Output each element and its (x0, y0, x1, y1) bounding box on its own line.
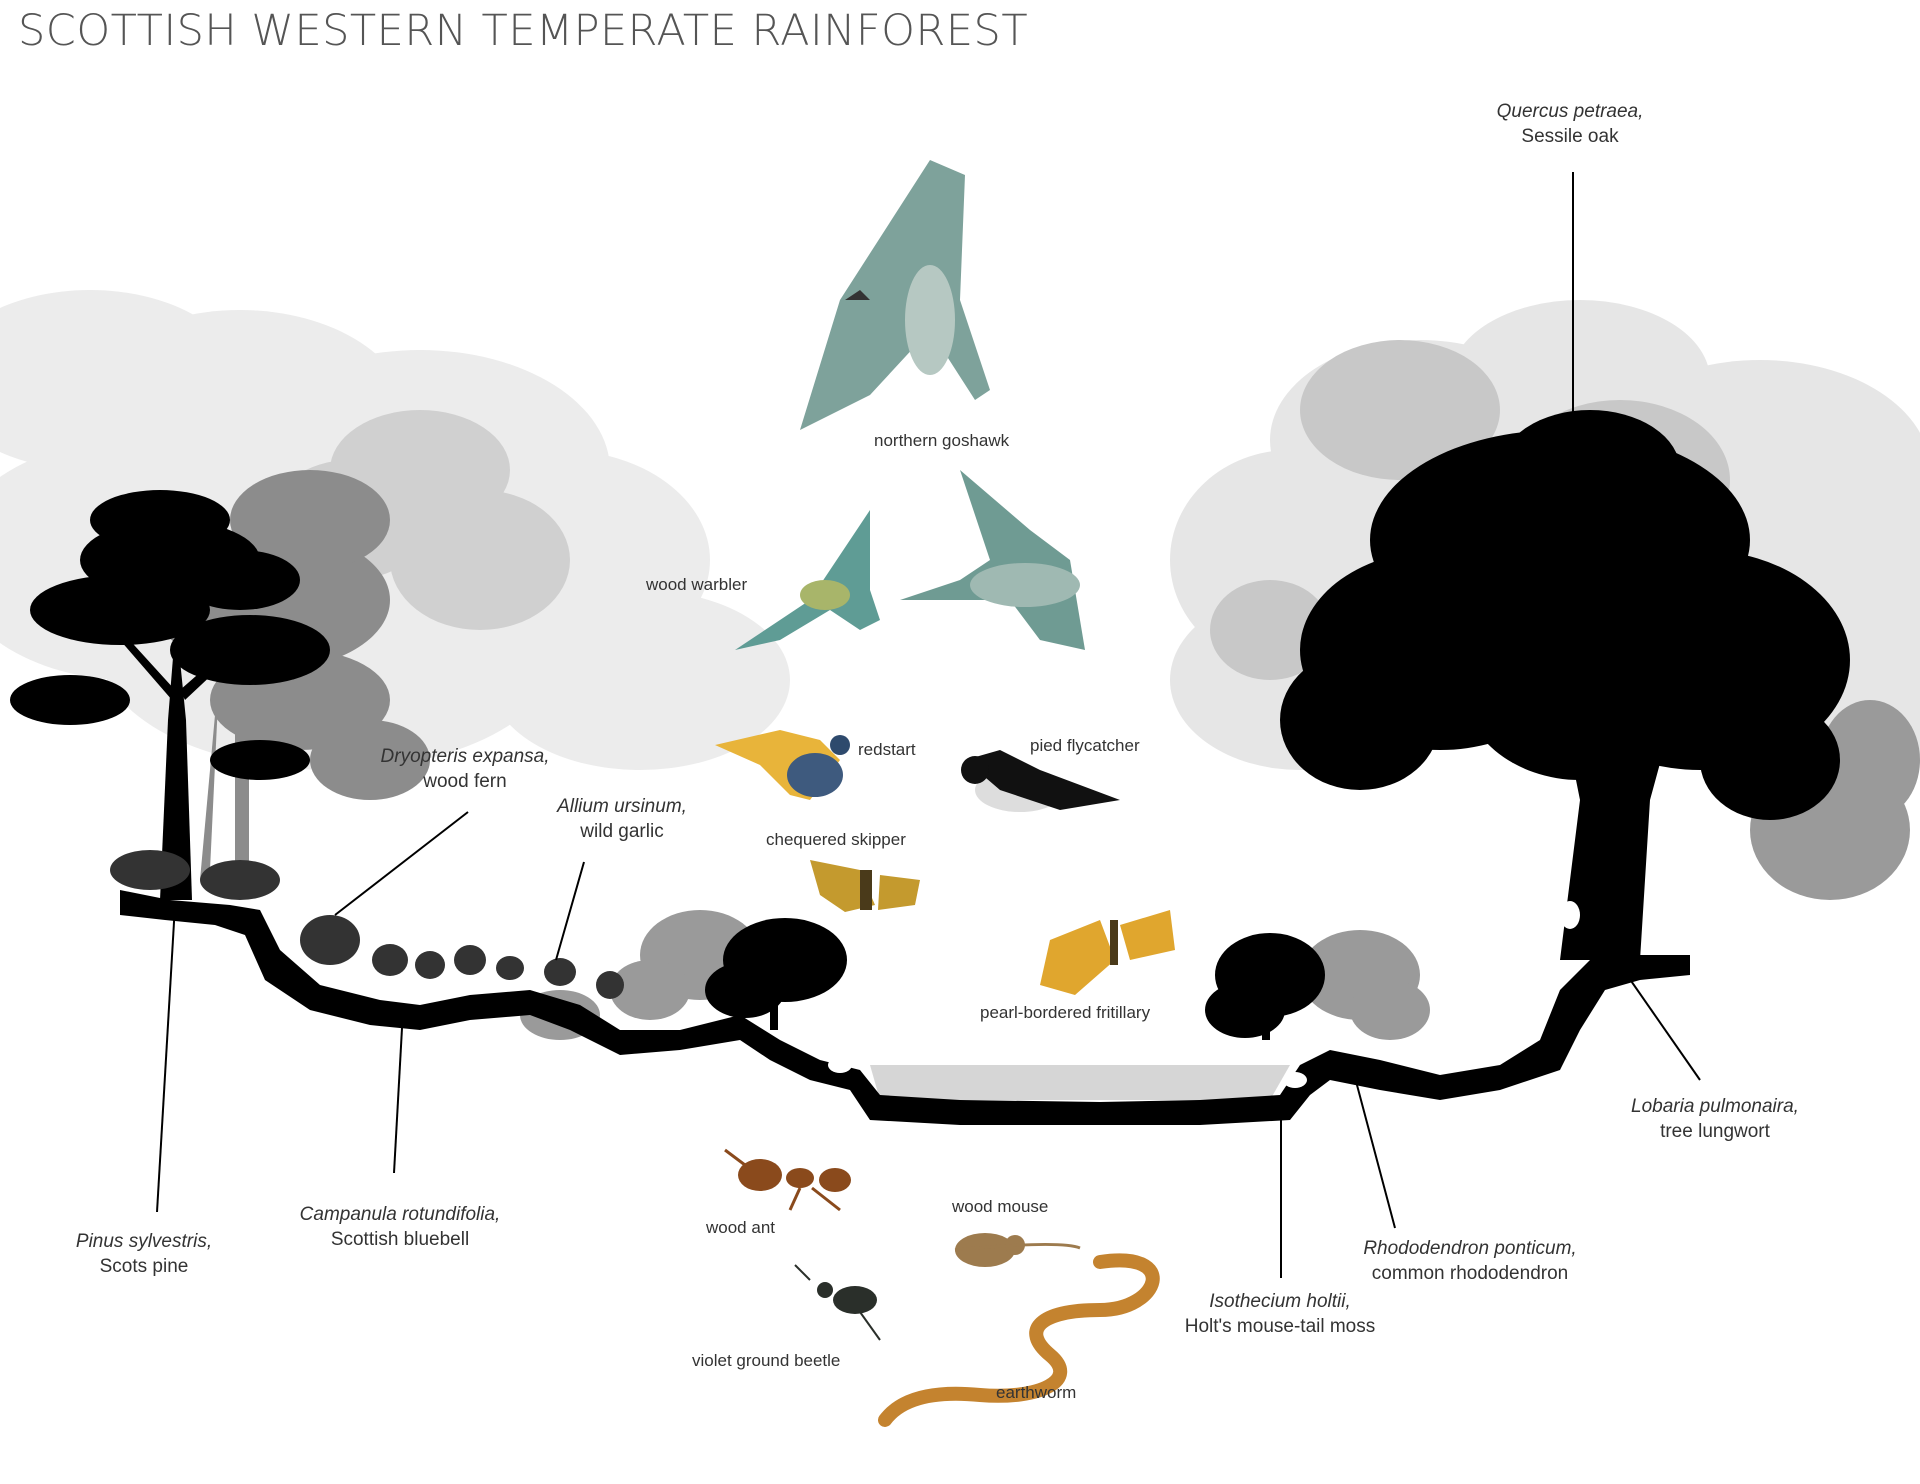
pied-flycatcher-illustration (961, 750, 1120, 812)
ant-label: wood ant (706, 1217, 775, 1239)
warbler-label: wood warbler (646, 574, 747, 596)
lungwort-common-name: tree lungwort (1660, 1121, 1770, 1142)
fern-leader-line (335, 812, 468, 915)
wood-mouse-illustration (955, 1233, 1080, 1267)
rhodo-leader-line (1353, 1070, 1395, 1228)
worm-label: earthworm (996, 1382, 1076, 1404)
moss-common-name: Holt's mouse-tail moss (1185, 1316, 1376, 1337)
rhodo-label: Rhododendron ponticum, common rhododendr… (1340, 1237, 1600, 1286)
lungwort-scientific-name: Lobaria pulmonaira, (1631, 1096, 1799, 1117)
pine-label: Pinus sylvestris, Scots pine (44, 1230, 244, 1279)
oak-label: Quercus petraea, Sessile oak (1470, 100, 1670, 149)
pine-leader-line (157, 905, 175, 1212)
lungwort-leader-line (1620, 965, 1700, 1080)
rhodo-scientific-name: Rhododendron ponticum, (1363, 1238, 1576, 1259)
moss-label: Isothecium holtii, Holt's mouse-tail mos… (1160, 1290, 1400, 1339)
bluebell-label: Campanula rotundifolia, Scottish bluebel… (280, 1203, 520, 1252)
pine-common-name: Scots pine (100, 1256, 189, 1277)
garlic-leader-line (556, 862, 584, 960)
fern-scientific-name: Dryopteris expansa, (381, 746, 550, 767)
flycatcher-label: pied flycatcher (1030, 735, 1140, 757)
pond-water (870, 1065, 1290, 1100)
rhodo-common-name: common rhododendron (1372, 1263, 1568, 1284)
skipper-label: chequered skipper (766, 829, 906, 851)
goshawk-flying-illustration (900, 470, 1085, 650)
goshawk-label: northern goshawk (874, 430, 1009, 452)
oak-common-name: Sessile oak (1521, 126, 1618, 147)
garlic-common-name: wild garlic (580, 821, 663, 842)
redstart-illustration (715, 730, 850, 800)
page-title: SCOTTISH WESTERN TEMPERATE RAINFOREST (18, 6, 1028, 56)
moss-patches (828, 901, 1580, 1088)
oak-scientific-name: Quercus petraea, (1497, 101, 1644, 122)
violet-ground-beetle-illustration (795, 1265, 880, 1340)
bluebell-leader-line (394, 1010, 403, 1173)
understory-plants (110, 850, 624, 999)
garlic-label: Allium ursinum, wild garlic (522, 795, 722, 844)
chequered-skipper-illustration (810, 860, 920, 912)
moss-scientific-name: Isothecium holtii, (1209, 1291, 1351, 1312)
bluebell-common-name: Scottish bluebell (331, 1229, 469, 1250)
fritillary-label: pearl-bordered fritillary (980, 1002, 1150, 1024)
lungwort-label: Lobaria pulmonaira, tree lungwort (1615, 1095, 1815, 1144)
pine-scientific-name: Pinus sylvestris, (76, 1231, 212, 1252)
beetle-label: violet ground beetle (692, 1350, 840, 1372)
goshawk-illustration (800, 160, 990, 430)
fern-label: Dryopteris expansa, wood fern (365, 745, 565, 794)
redstart-label: redstart (858, 739, 916, 761)
garlic-scientific-name: Allium ursinum, (557, 796, 687, 817)
fritillary-illustration (1040, 910, 1175, 995)
bluebell-scientific-name: Campanula rotundifolia, (300, 1204, 501, 1225)
fern-common-name: wood fern (423, 771, 506, 792)
mouse-label: wood mouse (952, 1196, 1048, 1218)
wood-ant-illustration (725, 1150, 851, 1210)
